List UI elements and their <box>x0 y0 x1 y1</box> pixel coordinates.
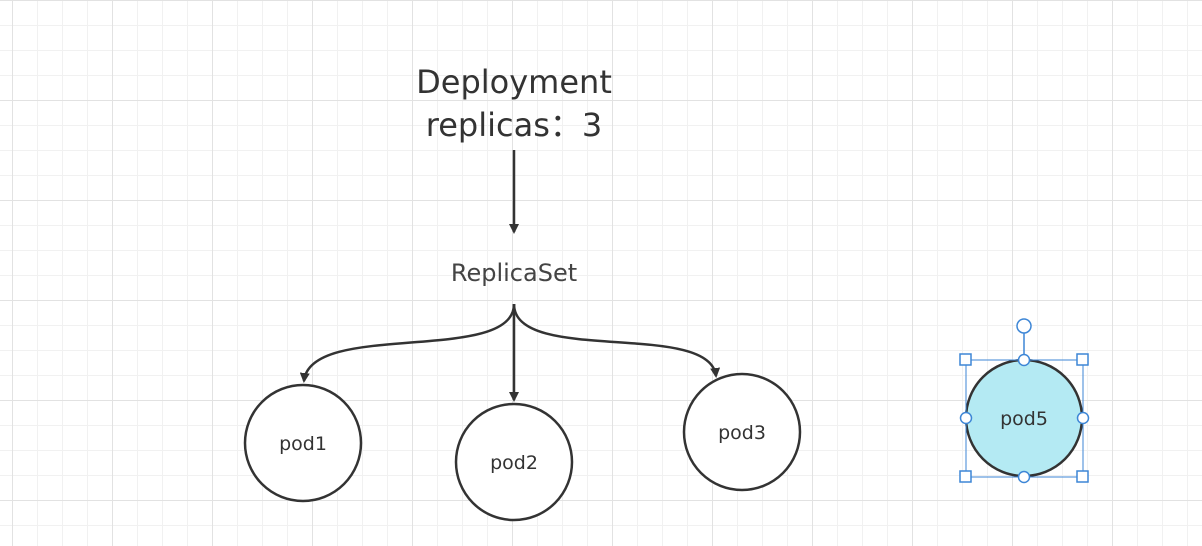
connect-point-bottom[interactable] <box>1017 470 1031 484</box>
arrow-replicaset-to-pod3[interactable] <box>512 303 721 378</box>
selection-frame <box>959 318 1090 484</box>
pod2-label: pod2 <box>490 452 538 474</box>
connect-point-top[interactable] <box>1017 353 1031 367</box>
pod3-circle <box>682 372 802 492</box>
pod3-node[interactable]: pod3 <box>682 372 802 492</box>
deployment-title: Deployment <box>416 63 612 101</box>
rotate-handle[interactable] <box>1016 318 1032 334</box>
pod5-node[interactable]: pod5 <box>964 358 1084 478</box>
deployment-node[interactable]: Deployment replicas：3 <box>416 63 612 144</box>
pod2-node[interactable]: pod2 <box>454 402 574 522</box>
pod5-label: pod5 <box>1000 408 1048 430</box>
connect-point-left[interactable] <box>959 411 973 425</box>
pod3-label: pod3 <box>718 422 766 444</box>
pod2-circle <box>454 402 574 522</box>
pod1-label: pod1 <box>279 433 327 455</box>
deployment-replicas: replicas：3 <box>426 106 602 144</box>
pod1-node[interactable]: pod1 <box>243 383 363 503</box>
resize-handle-bottom-right[interactable] <box>1076 470 1089 483</box>
replicaset-label[interactable]: ReplicaSet <box>451 259 577 287</box>
resize-handle-bottom-left[interactable] <box>959 470 972 483</box>
pod1-circle <box>243 383 363 503</box>
connect-point-right[interactable] <box>1076 411 1090 425</box>
resize-handle-top-right[interactable] <box>1076 353 1089 366</box>
resize-handle-top-left[interactable] <box>959 353 972 366</box>
arrow-replicaset-to-pod1[interactable] <box>299 303 516 383</box>
